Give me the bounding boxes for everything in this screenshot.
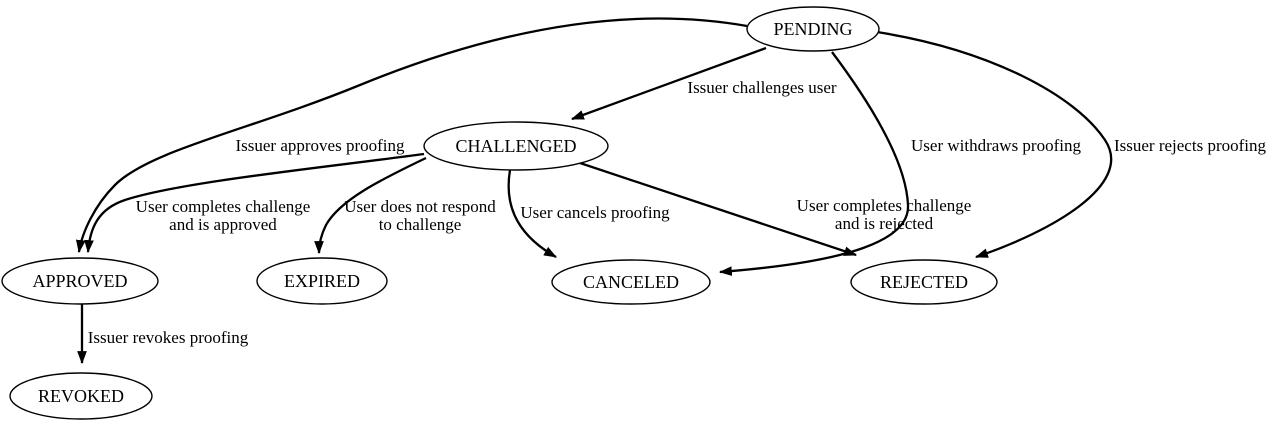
edge-label-challenged-rejected-line2: and is rejected bbox=[835, 214, 934, 233]
edge-line-pending-approved bbox=[75, 17, 748, 254]
edge-label-pending-approved: Issuer approves proofing bbox=[235, 136, 405, 155]
edge-label-challenged-approved-line2: and is approved bbox=[169, 215, 277, 234]
node-ellipse-revoked bbox=[9, 372, 153, 420]
node-ellipse-rejected bbox=[850, 259, 998, 305]
state-node-rejected: REJECTED bbox=[850, 259, 998, 305]
state-node-canceled: CANCELED bbox=[551, 259, 711, 305]
state-node-expired: EXPIRED bbox=[256, 257, 388, 305]
node-label-challenged: CHALLENGED bbox=[456, 136, 577, 156]
edge-pending-canceled: User withdraws proofing bbox=[718, 51, 1081, 276]
edge-line-challenged-canceled bbox=[507, 169, 557, 258]
edge-pending-rejected: Issuer rejects proofing bbox=[876, 30, 1267, 259]
edge-label-challenged-approved-line1: User completes challenge bbox=[136, 197, 311, 216]
edge-approved-revoked: Issuer revokes proofing bbox=[77, 304, 249, 365]
node-ellipse-expired bbox=[256, 257, 388, 305]
edge-pending-approved: Issuer approves proofing bbox=[75, 17, 748, 254]
edge-label-approved-revoked: Issuer revokes proofing bbox=[88, 328, 249, 347]
node-label-expired: EXPIRED bbox=[284, 271, 360, 291]
edge-label-pending-challenged: Issuer challenges user bbox=[687, 78, 837, 97]
node-ellipse-approved bbox=[1, 257, 159, 305]
edge-line-pending-challenged bbox=[570, 46, 767, 121]
node-label-pending: PENDING bbox=[774, 19, 853, 39]
state-node-pending: PENDING bbox=[746, 6, 880, 52]
state-node-revoked: REVOKED bbox=[9, 372, 153, 420]
edge-line-challenged-expired bbox=[314, 156, 427, 255]
edge-pending-challenged: Issuer challenges user bbox=[570, 46, 837, 121]
edge-challenged-approved: User completes challenge and is approved bbox=[84, 152, 425, 254]
node-ellipse-canceled bbox=[551, 259, 711, 305]
edge-label-challenged-rejected-line1: User completes challenge bbox=[797, 196, 972, 215]
edge-challenged-canceled: User cancels proofing bbox=[507, 169, 670, 258]
edge-label-challenged-expired-line2: to challenge bbox=[379, 215, 462, 234]
state-node-approved: APPROVED bbox=[1, 257, 159, 305]
node-label-revoked: REVOKED bbox=[38, 386, 124, 406]
edge-line-pending-rejected bbox=[876, 30, 1113, 259]
edge-challenged-rejected: User completes challenge and is rejected bbox=[576, 160, 972, 257]
node-label-rejected: REJECTED bbox=[880, 272, 968, 292]
edge-line-pending-canceled bbox=[718, 51, 910, 276]
edge-label-challenged-expired-line1: User does not respond bbox=[344, 197, 496, 216]
edge-label-pending-canceled: User withdraws proofing bbox=[911, 136, 1081, 155]
edge-line-challenged-rejected bbox=[576, 160, 858, 257]
node-label-canceled: CANCELED bbox=[583, 272, 679, 292]
node-ellipse-challenged bbox=[423, 121, 609, 171]
edge-challenged-expired: User does not respond to challenge bbox=[314, 156, 496, 255]
edge-label-pending-rejected: Issuer rejects proofing bbox=[1114, 136, 1267, 155]
node-label-approved: APPROVED bbox=[32, 271, 127, 291]
edge-line-challenged-approved bbox=[84, 152, 425, 254]
edge-label-challenged-canceled: User cancels proofing bbox=[520, 203, 670, 222]
state-node-challenged: CHALLENGED bbox=[423, 121, 609, 171]
node-ellipse-pending bbox=[746, 6, 880, 52]
